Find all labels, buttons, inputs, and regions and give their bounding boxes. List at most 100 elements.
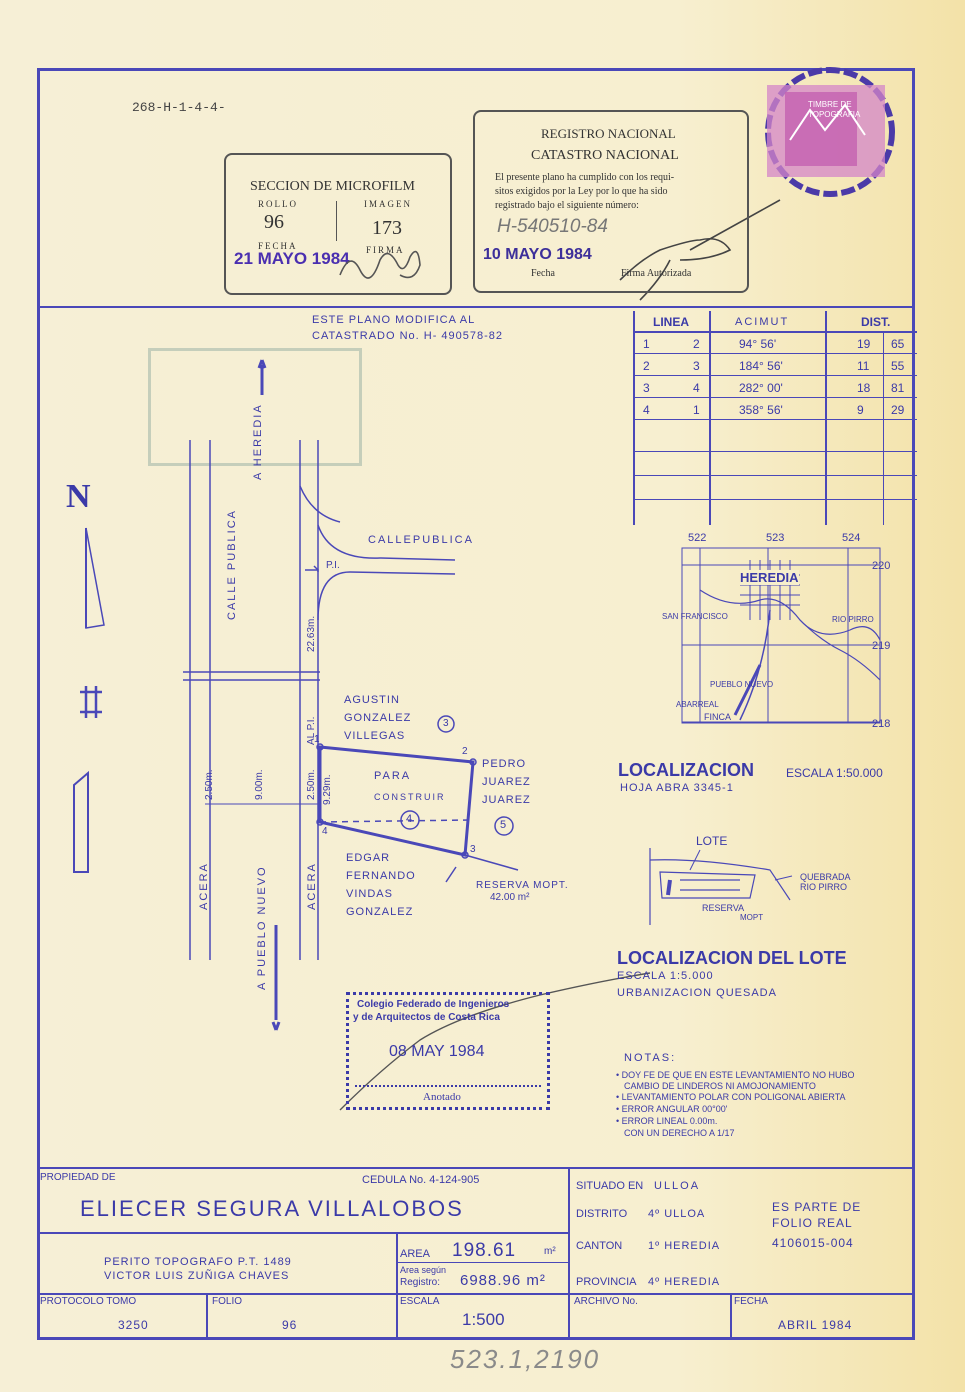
lote-mopt-label: MOPT bbox=[740, 913, 764, 922]
urbanizacion-label: URBANIZACION QUESADA bbox=[617, 987, 777, 999]
dist-22-label: 22.63m. bbox=[306, 615, 317, 652]
owner-south-1: EDGAR bbox=[346, 852, 391, 864]
dim-929-label: 9.29m. bbox=[322, 774, 333, 805]
rollo-label: ROLLO bbox=[258, 199, 298, 209]
fecha-label-footer: FECHA bbox=[734, 1296, 768, 1307]
colegio-stamp: Colegio Federado de Ingenieros y de Arqu… bbox=[346, 992, 550, 1110]
table-cell: 1 bbox=[643, 337, 650, 351]
table-cell: 65 bbox=[891, 337, 905, 351]
protocolo-value: 3250 bbox=[118, 1318, 149, 1332]
acera-left-label: ACERA bbox=[198, 862, 210, 910]
abarreal-label: ABARREAL bbox=[676, 700, 719, 709]
nota-item: • ERROR LINEAL 0.00m. bbox=[616, 1116, 718, 1126]
anotado-label: Anotado bbox=[423, 1091, 461, 1103]
para-label: PARA bbox=[374, 770, 412, 782]
fecha-value: ABRIL 1984 bbox=[778, 1318, 853, 1332]
situado-label: SITUADO EN bbox=[576, 1180, 644, 1192]
owner-south-2: FERNANDO bbox=[346, 870, 416, 882]
circle-4-label: 4 bbox=[406, 813, 413, 825]
table-cell: 4 bbox=[693, 381, 700, 395]
table-cell: 3 bbox=[643, 381, 650, 395]
rollo-value: 96 bbox=[264, 211, 284, 233]
timbre-text1: TIMBRE DE bbox=[808, 100, 852, 109]
registro-line1: REGISTRO NACIONAL bbox=[541, 126, 676, 141]
timbre-text2: TOPOGRAFIA bbox=[808, 110, 861, 119]
recibido-stamp bbox=[148, 348, 362, 466]
grid-219: 219 bbox=[872, 640, 891, 652]
table-cell: 11 bbox=[857, 359, 870, 373]
grid-220: 220 bbox=[872, 560, 891, 572]
table-cell: 4 bbox=[643, 403, 650, 417]
propiedad-label: PROPIEDAD DE bbox=[40, 1172, 116, 1183]
fecha-label: FECHA bbox=[258, 241, 298, 251]
round-stamp bbox=[765, 67, 895, 197]
registro-date: 10 MAYO 1984 bbox=[483, 246, 592, 263]
microfilm-title: SECCION DE MICROFILM bbox=[250, 179, 415, 194]
footer-hline bbox=[37, 1232, 568, 1234]
colegio-line1: Colegio Federado de Ingenieros bbox=[357, 999, 510, 1010]
lote-reserva-label: RESERVA bbox=[702, 903, 745, 913]
vertex-1: 1 bbox=[314, 734, 320, 745]
footer-hline bbox=[396, 1262, 568, 1263]
area-segun-2: Registro: bbox=[400, 1277, 441, 1288]
footer-separator bbox=[37, 1167, 915, 1169]
vertex-3: 3 bbox=[470, 844, 476, 855]
cedula-label: CEDULA No. 4-124-905 bbox=[362, 1174, 480, 1186]
construir-label: CONSTRUIR bbox=[374, 792, 446, 802]
firma-label: FIRMA bbox=[366, 245, 405, 255]
owner-east-3: JUAREZ bbox=[482, 794, 531, 806]
situado-value: ULLOA bbox=[654, 1180, 701, 1192]
footer-vline bbox=[568, 1167, 570, 1340]
distrito-value: 4º ULLOA bbox=[648, 1208, 706, 1220]
owner-south-4: GONZALEZ bbox=[346, 906, 414, 918]
table-cell: 3 bbox=[693, 359, 700, 373]
table-header-linea: LINEA bbox=[653, 315, 689, 329]
reference-code: 268-H-1-4-4- bbox=[132, 100, 226, 115]
microfilm-date: 21 MAYO 1984 bbox=[234, 249, 350, 268]
colegio-line2: y de Arquitectos de Costa Rica bbox=[353, 1012, 500, 1023]
cross-icon bbox=[80, 686, 102, 718]
nota-item: • ERROR ANGULAR 00°00' bbox=[616, 1104, 728, 1114]
nota-item: • DOY FE DE QUE EN ESTE LEVANTAMIENTO NO… bbox=[616, 1070, 855, 1080]
provincia-value: 4º HEREDIA bbox=[648, 1276, 721, 1288]
localizacion-scale: ESCALA 1:50.000 bbox=[786, 766, 883, 780]
registro-body1: El presente plano ha cumplido con los re… bbox=[495, 172, 675, 183]
provincia-label: PROVINCIA bbox=[576, 1276, 637, 1288]
owner-north-3: VILLEGAS bbox=[344, 730, 406, 742]
escala-label: ESCALA bbox=[400, 1296, 440, 1307]
timbre-mountain-icon bbox=[789, 103, 866, 141]
folio-real-2: FOLIO REAL bbox=[772, 1216, 853, 1230]
area-segun-1: Area según bbox=[400, 1265, 447, 1275]
dim-250b-label: 2.50m. bbox=[306, 769, 317, 800]
imagen-value: 173 bbox=[372, 217, 402, 239]
reserva-label: RESERVA MOPT. bbox=[476, 880, 569, 891]
table-cell: 2 bbox=[693, 337, 700, 351]
lote-rio-pirro-label: RIO PIRRO bbox=[800, 882, 848, 892]
folio-real-3: 4106015-004 bbox=[772, 1236, 854, 1250]
handwritten-number: 523.1,2190 bbox=[450, 1344, 601, 1374]
folio-real-1: ES PARTE DE bbox=[772, 1200, 862, 1214]
footer-hline bbox=[37, 1293, 915, 1295]
footer-vline bbox=[396, 1232, 398, 1340]
microfilm-stamp: SECCION DE MICROFILM ROLLO IMAGEN 96 173… bbox=[224, 153, 452, 295]
perito-line-1: PERITO TOPOGRAFO P.T. 1489 bbox=[104, 1256, 292, 1268]
folio-value: 96 bbox=[282, 1318, 298, 1332]
table-cell: 9 bbox=[857, 403, 864, 417]
grid-524: 524 bbox=[842, 532, 861, 544]
location-map bbox=[681, 547, 881, 724]
lote-label: LOTE bbox=[696, 834, 728, 848]
registro-number: H-540510-84 bbox=[497, 216, 608, 237]
owner-east-2: JUAREZ bbox=[482, 776, 531, 788]
finca-label: FINCA bbox=[704, 712, 731, 722]
registro-nacional-stamp: REGISTRO NACIONAL CATASTRO NACIONAL El p… bbox=[473, 110, 749, 293]
table-cell: 358° 56' bbox=[739, 403, 783, 417]
nota-item: CON UN DERECHO A 1/17 bbox=[624, 1128, 735, 1138]
table-cell: 94° 56' bbox=[739, 337, 777, 351]
registro-body3: registrado bajo el siguiente número: bbox=[495, 200, 639, 211]
canton-label: CANTON bbox=[576, 1240, 623, 1252]
owner-north-2: GONZALEZ bbox=[344, 712, 412, 724]
table-cell: 282° 00' bbox=[739, 381, 783, 395]
